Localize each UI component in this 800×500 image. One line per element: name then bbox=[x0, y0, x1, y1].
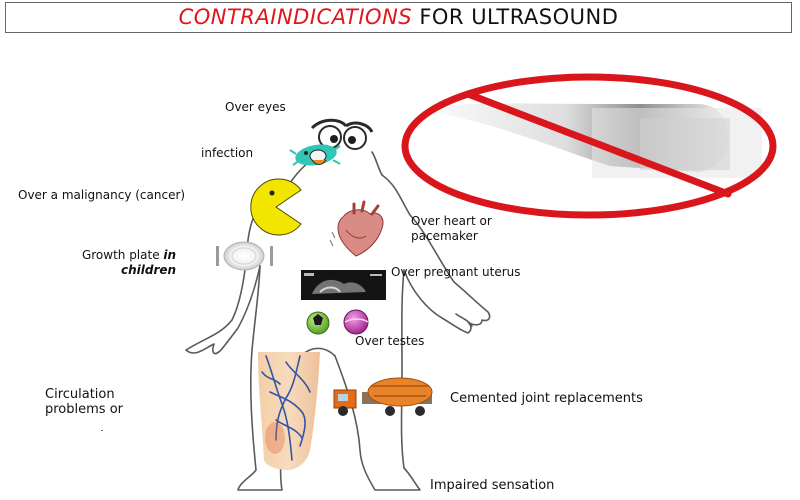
label-growth-in: in bbox=[163, 248, 177, 262]
pacman-eye bbox=[269, 190, 275, 196]
ultrasound-scan-icon bbox=[301, 270, 386, 300]
body-outline bbox=[185, 151, 491, 491]
pacman-icon bbox=[250, 178, 302, 236]
label-heart: Over heart or pacemaker bbox=[411, 214, 492, 244]
label-growth-line1: Growth plate bbox=[81, 248, 160, 262]
cartoon-eyes-icon bbox=[310, 118, 374, 150]
label-testes: Over testes bbox=[355, 334, 425, 348]
plate-icon bbox=[216, 241, 273, 271]
label-malignancy: Over a malignancy (cancer) bbox=[18, 188, 186, 202]
title-banner: CONTRAINDICATIONS FOR ULTRASOUND bbox=[5, 2, 792, 33]
no-symbol-icon bbox=[401, 73, 777, 219]
cement-truck-icon bbox=[333, 377, 433, 416]
label-pregnant: Over pregnant uterus bbox=[391, 265, 521, 279]
label-heart-line2: pacemaker bbox=[411, 229, 478, 243]
label-growth-line2: children bbox=[121, 263, 177, 277]
germ-icon bbox=[289, 144, 341, 166]
balls-icon bbox=[306, 309, 369, 335]
label-crop-mask bbox=[0, 418, 245, 430]
label-over-eyes: Over eyes bbox=[225, 100, 286, 114]
label-heart-line1: Over heart or bbox=[411, 214, 492, 228]
title-rest: FOR ULTRASOUND bbox=[419, 5, 619, 29]
label-impaired: Impaired sensation bbox=[430, 478, 555, 493]
label-infection: infection bbox=[201, 146, 254, 160]
label-circ-line1: Circulation bbox=[45, 387, 115, 402]
leg-veins-icon bbox=[258, 352, 320, 470]
label-growth-plate: Growth plate in children bbox=[65, 248, 176, 278]
label-circ-line2: problems or bbox=[45, 402, 123, 417]
anatomical-heart-icon bbox=[329, 200, 384, 257]
title-highlight: CONTRAINDICATIONS bbox=[178, 5, 413, 29]
label-cemented: Cemented joint replacements bbox=[450, 391, 643, 406]
